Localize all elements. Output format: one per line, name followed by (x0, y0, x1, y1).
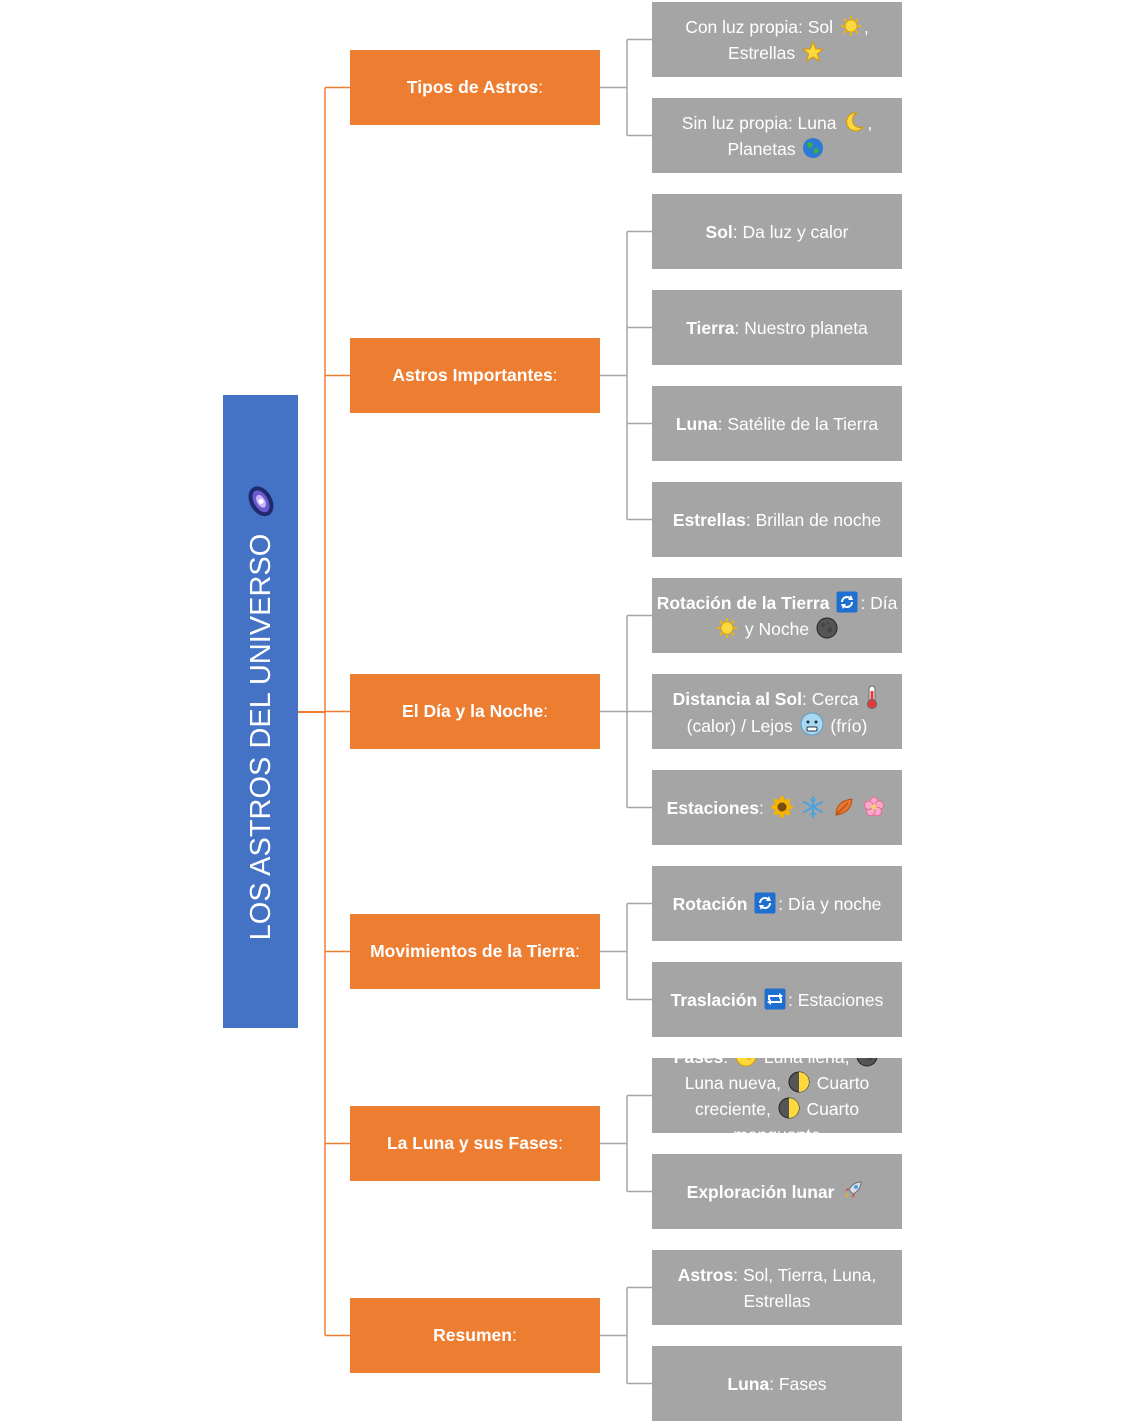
leaf-node: Luna: Satélite de la Tierra (652, 386, 902, 461)
leaf-node: Fases: Luna llena, Luna nueva, Cuarto cr… (652, 1058, 902, 1133)
cold-icon (800, 712, 824, 736)
leaf-text: : Día y noche (778, 893, 882, 914)
sun-icon (840, 15, 862, 37)
leaf-heading: Luna (727, 1373, 770, 1394)
cycle-icon (754, 892, 776, 914)
rocket-icon (841, 1178, 865, 1202)
leaf-heading: Distancia al Sol (672, 688, 803, 709)
newmoon-icon (856, 1058, 878, 1067)
leaf-node: Exploración lunar (652, 1154, 902, 1229)
leaf-text: : Brillan de noche (745, 509, 882, 530)
category-colon: : (552, 365, 558, 385)
leaf-node: Luna: Fases (652, 1346, 902, 1421)
leaf-heading: Traslación (671, 988, 788, 1010)
leaf-heading: Estaciones (666, 797, 760, 818)
category-label: La Luna y sus Fases (386, 1133, 559, 1153)
leaf-node: Traslación : Estaciones (652, 962, 902, 1037)
category-node: La Luna y sus Fases: (350, 1106, 600, 1181)
leaf-node: Sin luz propia: Luna , Planetas (652, 98, 902, 173)
category-colon: : (575, 941, 580, 961)
leaf-node: Estaciones: (652, 770, 902, 845)
cycle-icon (836, 591, 858, 613)
snowflake-icon (802, 795, 824, 818)
halfmoon-icon (788, 1071, 810, 1093)
leaf-node: Rotación : Día y noche (652, 866, 902, 941)
leaf-heading: Tierra (686, 317, 735, 338)
category-label: Astros Importantes (392, 365, 553, 385)
category-label: El Día y la Noche (402, 701, 544, 721)
leaf-heading: Luna (675, 413, 718, 434)
leaf-node: Sol: Da luz y calor (652, 194, 902, 269)
leaf-heading: Rotación de la Tierra (657, 591, 861, 613)
category-colon: : (538, 77, 544, 97)
leaf-node: Con luz propia: Sol , Estrellas (652, 2, 902, 77)
leaf-heading: Exploración lunar (687, 1181, 868, 1202)
root-node: LOS ASTROS DEL UNIVERSO (223, 395, 298, 1028)
leaf-node: Distancia al Sol: Cerca (calor) / Lejos … (652, 674, 902, 749)
leaf-text: : Da luz y calor (732, 221, 849, 242)
leaf-node: Estrellas: Brillan de noche (652, 482, 902, 557)
category-label: Tipos de Astros (406, 77, 539, 97)
blossom-icon (863, 796, 885, 818)
star-icon (801, 40, 824, 63)
category-colon: : (558, 1133, 564, 1153)
leaf-icon (833, 796, 855, 818)
leaf-text: : Cerca (calor) / Lejos (frío) (687, 685, 882, 736)
newmoon-icon (816, 617, 838, 639)
category-node: El Día y la Noche: (350, 674, 600, 749)
leaf-text: : Estaciones (788, 989, 884, 1010)
leaf-heading: Sol (705, 221, 733, 242)
category-colon: : (511, 1325, 517, 1345)
leaf-text: : Nuestro planeta (734, 317, 868, 338)
category-label: Movimientos de la Tierra (370, 941, 575, 961)
category-node: Movimientos de la Tierra: (350, 914, 600, 989)
leaf-text: : Luna llena, Luna nueva, Cuarto crecien… (685, 1058, 881, 1133)
leaf-text: : Fases (769, 1373, 827, 1394)
galaxy-icon (243, 483, 279, 519)
sun-icon (716, 617, 738, 639)
moon-icon (843, 111, 865, 133)
leaf-node: Rotación de la Tierra : Día y Noche (652, 578, 902, 653)
repeat-icon (764, 988, 786, 1010)
sunflower-icon (770, 795, 793, 818)
leaf-heading: Fases (674, 1058, 724, 1067)
leaf-heading: Astros (677, 1264, 734, 1285)
root-title: LOS ASTROS DEL UNIVERSO (244, 533, 276, 940)
leaf-text: : Día y Noche (714, 593, 897, 639)
halfmoon-icon (778, 1097, 800, 1119)
leaf-heading: Estrellas (672, 509, 746, 530)
category-colon: : (543, 701, 548, 721)
leaf-heading: Rotación (673, 892, 779, 914)
category-node: Resumen: (350, 1298, 600, 1373)
category-node: Astros Importantes: (350, 338, 600, 413)
leaf-text: Con luz propia: Sol , Estrellas (685, 15, 869, 63)
leaf-node: Astros: Sol, Tierra, Luna, Estrellas (652, 1250, 902, 1325)
thermo-icon (865, 685, 879, 709)
leaf-text: Sin luz propia: Luna , Planetas (681, 111, 873, 159)
leaf-text: : Satélite de la Tierra (717, 413, 879, 434)
category-label: Resumen (433, 1325, 512, 1345)
fullmoon-icon (735, 1058, 757, 1067)
globe-icon (802, 137, 824, 159)
category-node: Tipos de Astros: (350, 50, 600, 125)
leaf-text: : (759, 795, 887, 818)
leaf-node: Tierra: Nuestro planeta (652, 290, 902, 365)
leaf-text: : Sol, Tierra, Luna, Estrellas (733, 1264, 877, 1311)
